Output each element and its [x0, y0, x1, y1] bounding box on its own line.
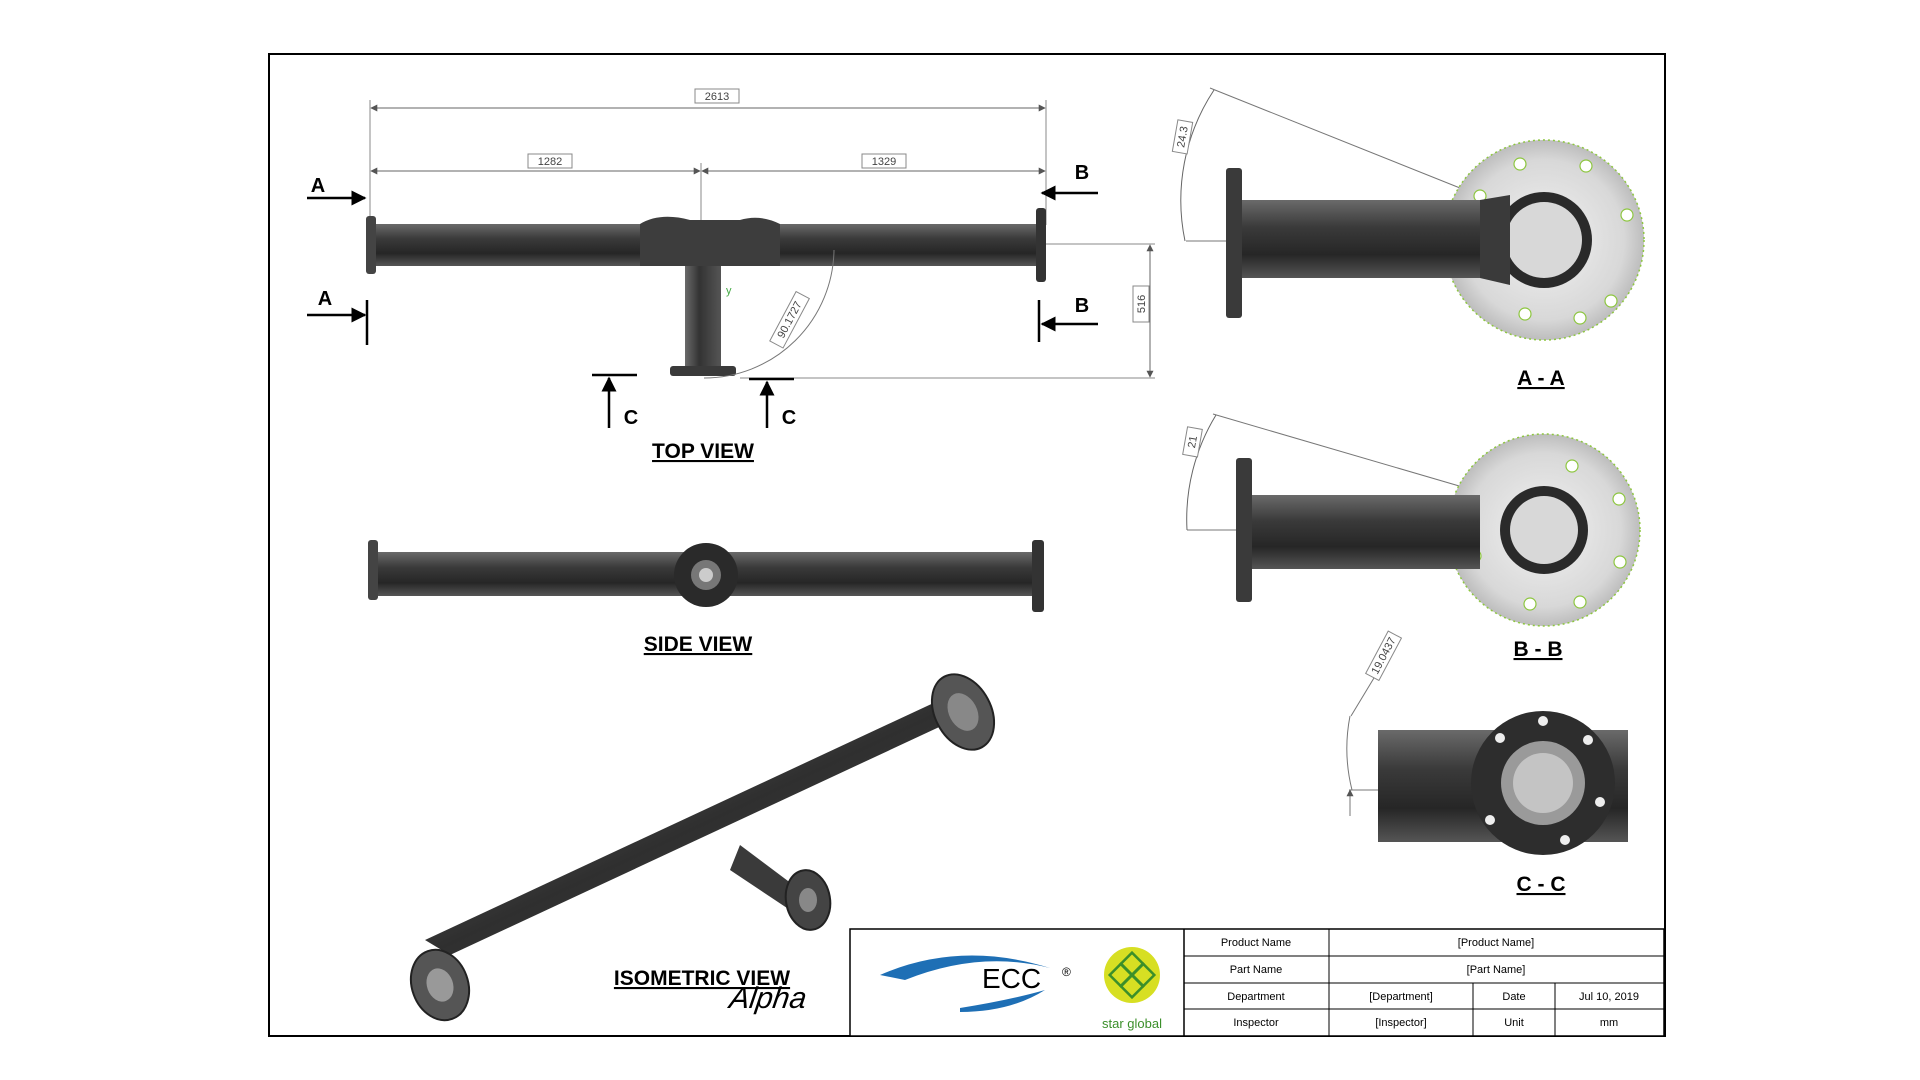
tb-department-value: [Department]: [1369, 991, 1433, 1003]
top-branch-pipe: [685, 266, 721, 366]
dim-left-length: 1282: [538, 156, 562, 168]
tb-product-name-value: [Product Name]: [1458, 937, 1534, 949]
aa-flange-edge: [1226, 168, 1242, 318]
section-bb-title: B - B: [1514, 638, 1563, 661]
aa-pipe-body: [1240, 200, 1480, 278]
iso-main-pipe: [425, 700, 965, 955]
section-marker-b-bottom: B: [1075, 295, 1089, 317]
section-cc-title: C - C: [1517, 873, 1566, 896]
section-cc-view: 19.0437 C - C: [1346, 630, 1628, 896]
section-marker-a-top: A: [311, 175, 325, 197]
tb-department-label: Department: [1227, 991, 1284, 1003]
tb-date-label: Date: [1502, 991, 1525, 1003]
top-right-flange: [1036, 208, 1046, 282]
tb-product-name-label: Product Name: [1221, 937, 1291, 949]
top-branch-flange: [670, 366, 736, 376]
svg-text:y: y: [726, 285, 732, 297]
section-marker-b-top: B: [1075, 162, 1089, 184]
dim-aa-angle: 24.3: [1175, 125, 1191, 148]
section-aa-view: 24.3 A - A: [1171, 87, 1645, 390]
tb-date-value: Jul 10, 2019: [1579, 991, 1639, 1003]
side-view-title: SIDE VIEW: [644, 633, 753, 656]
ecc-text: ECC: [982, 963, 1041, 994]
section-marker-a-bottom: A: [318, 288, 332, 310]
side-view: SIDE VIEW: [368, 540, 1044, 656]
title-block: Product Name [Product Name] Part Name [P…: [725, 928, 1665, 1037]
bb-flange-edge: [1236, 458, 1252, 602]
star-global-logo: star global: [1102, 947, 1162, 1031]
bb-pipe-body: [1250, 495, 1480, 569]
registered-mark: ®: [1062, 965, 1071, 979]
tb-part-name-label: Part Name: [1230, 964, 1283, 976]
top-view: 2613 1282 1329 y 90.1727 516: [307, 88, 1155, 463]
isometric-view: ISOMETRIC VIEW: [409, 673, 996, 1022]
top-left-flange: [366, 216, 376, 274]
tb-inspector-value: [Inspector]: [1375, 1017, 1426, 1029]
isometric-view-title: ISOMETRIC VIEW: [614, 967, 790, 990]
dim-right-length: 1329: [872, 156, 896, 168]
dim-bb-angle: 21: [1186, 435, 1200, 449]
dim-branch-offset: 516: [1136, 295, 1148, 313]
tb-part-name-value: [Part Name]: [1467, 964, 1526, 976]
tb-inspector-label: Inspector: [1233, 1017, 1279, 1029]
iso-branch-pipe: [730, 845, 800, 910]
dim-overall-length: 2613: [705, 91, 729, 103]
section-bb-view: 21 B - B: [1182, 413, 1641, 661]
tb-unit-value: mm: [1600, 1017, 1618, 1029]
section-marker-c-right: C: [782, 407, 796, 429]
alpha-ecc-logo: Alpha ECC ®: [725, 955, 1071, 1015]
alpha-script-text: Alpha: [725, 982, 808, 1015]
star-global-text: star global: [1102, 1016, 1162, 1031]
section-aa-title: A - A: [1517, 367, 1564, 390]
tb-unit-label: Unit: [1504, 1017, 1524, 1029]
top-view-title: TOP VIEW: [652, 440, 754, 463]
section-marker-c-left: C: [624, 407, 638, 429]
